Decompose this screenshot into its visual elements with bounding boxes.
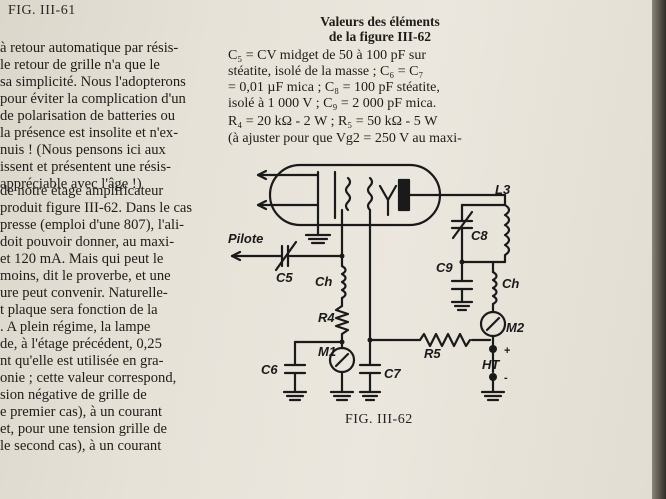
label-m1: M1 [318, 344, 336, 359]
page-edge-shadow [652, 0, 666, 499]
label-c8: C8 [471, 228, 488, 243]
text-line: onie ; cette valeur correspond, [0, 370, 177, 386]
book-page: FIG. III-61 à retour automatique par rés… [0, 0, 652, 499]
label-l3: L3 [495, 182, 511, 197]
tube-anode [397, 178, 411, 212]
values-line: stéatite, isolé de la masse ; C₆ = C₇ [228, 64, 424, 79]
label-c6: C6 [261, 362, 278, 377]
text-line: le retour de grille n'a que le [0, 57, 160, 73]
values-title-line2: de la figure III-62 [328, 29, 432, 44]
label-m2: M2 [506, 320, 525, 335]
values-line: = 0,01 µF mica ; C₈ = 100 pF stéatite, [228, 80, 440, 95]
text-line: e premier cas), à un courant [0, 404, 163, 420]
text-line: et, pour une tension grille de [0, 421, 167, 437]
values-title-line1: Valeurs des éléments [320, 14, 440, 29]
text-line: doit pouvoir donner, au maxi- [0, 234, 175, 250]
text-line: moins, dit le proverbe, et une [0, 268, 171, 284]
text-line: presse (emploi d'une 807), l'ali- [0, 217, 184, 233]
ht-minus-terminal [489, 373, 497, 381]
values-line: isolé à 1 000 V ; C₉ = 2 000 pF mica. [228, 96, 437, 111]
values-title: Valeurs des éléments de la figure III-62 [300, 14, 460, 44]
label-c5: C5 [276, 270, 293, 285]
tube-envelope [268, 163, 442, 227]
text-line: appréciable avec l'âge !) [0, 176, 142, 192]
text-line: de notre étage amplificateur [0, 183, 164, 199]
text-line: . A plein régime, la lampe [0, 319, 151, 335]
text-line: produit figure III-62. Dans le cas [0, 200, 193, 216]
text-line: le second cas), à un courant [0, 438, 162, 454]
text-line: issent et présentent une résis- [0, 159, 172, 175]
values-line: (à ajuster pour que Vg2 = 250 V au maxi- [228, 131, 462, 146]
label-minus: - [504, 372, 508, 384]
text-line: de, à l'étage précédent, 0,25 [0, 336, 162, 352]
text-line: pour éviter la complication d'un [0, 91, 186, 107]
values-line: C₅ = CV midget de 50 à 100 pF sur [228, 48, 427, 63]
text-line: sa simplicité. Nous l'adopterons [0, 74, 186, 90]
text-line: ure peut convenir. Naturelle- [0, 285, 168, 301]
label-c7: C7 [384, 366, 401, 381]
text-line: nuis ! (Nous pensons ici aux [0, 142, 166, 158]
schematic-diagram: Pilote C5 Ch R4 M1 C6 C7 R5 L3 C8 C9 Ch … [228, 163, 525, 402]
text-line: à retour automatique par résis- [0, 40, 179, 56]
label-ch-right: Ch [502, 276, 519, 291]
text-line: t plaque sera fonction de la [0, 302, 158, 318]
label-r4: R4 [318, 310, 335, 325]
text-line: de polarisation de batteries ou [0, 108, 176, 124]
label-ch-left: Ch [315, 274, 332, 289]
label-ht: HT [482, 357, 500, 372]
values-line: R₄ = 20 kΩ - 2 W ; R₅ = 50 kΩ - 5 W [228, 114, 438, 129]
label-c9: C9 [436, 260, 453, 275]
label-r5: R5 [424, 346, 441, 361]
label-pilote: Pilote [228, 231, 263, 246]
text-line: nt qu'elle est utilisée en gra- [0, 353, 164, 369]
header-fig-ref: FIG. III-61 [8, 3, 76, 18]
text-line: sion négative de grille de [0, 387, 147, 403]
text-line: et 120 mA. Mais qui peut le [0, 251, 164, 267]
text-line: la présence est insolite et n'ex- [0, 125, 179, 141]
label-plus: + [504, 345, 510, 357]
figure-caption: FIG. III-62 [345, 412, 413, 427]
ht-plus-terminal [489, 345, 497, 353]
